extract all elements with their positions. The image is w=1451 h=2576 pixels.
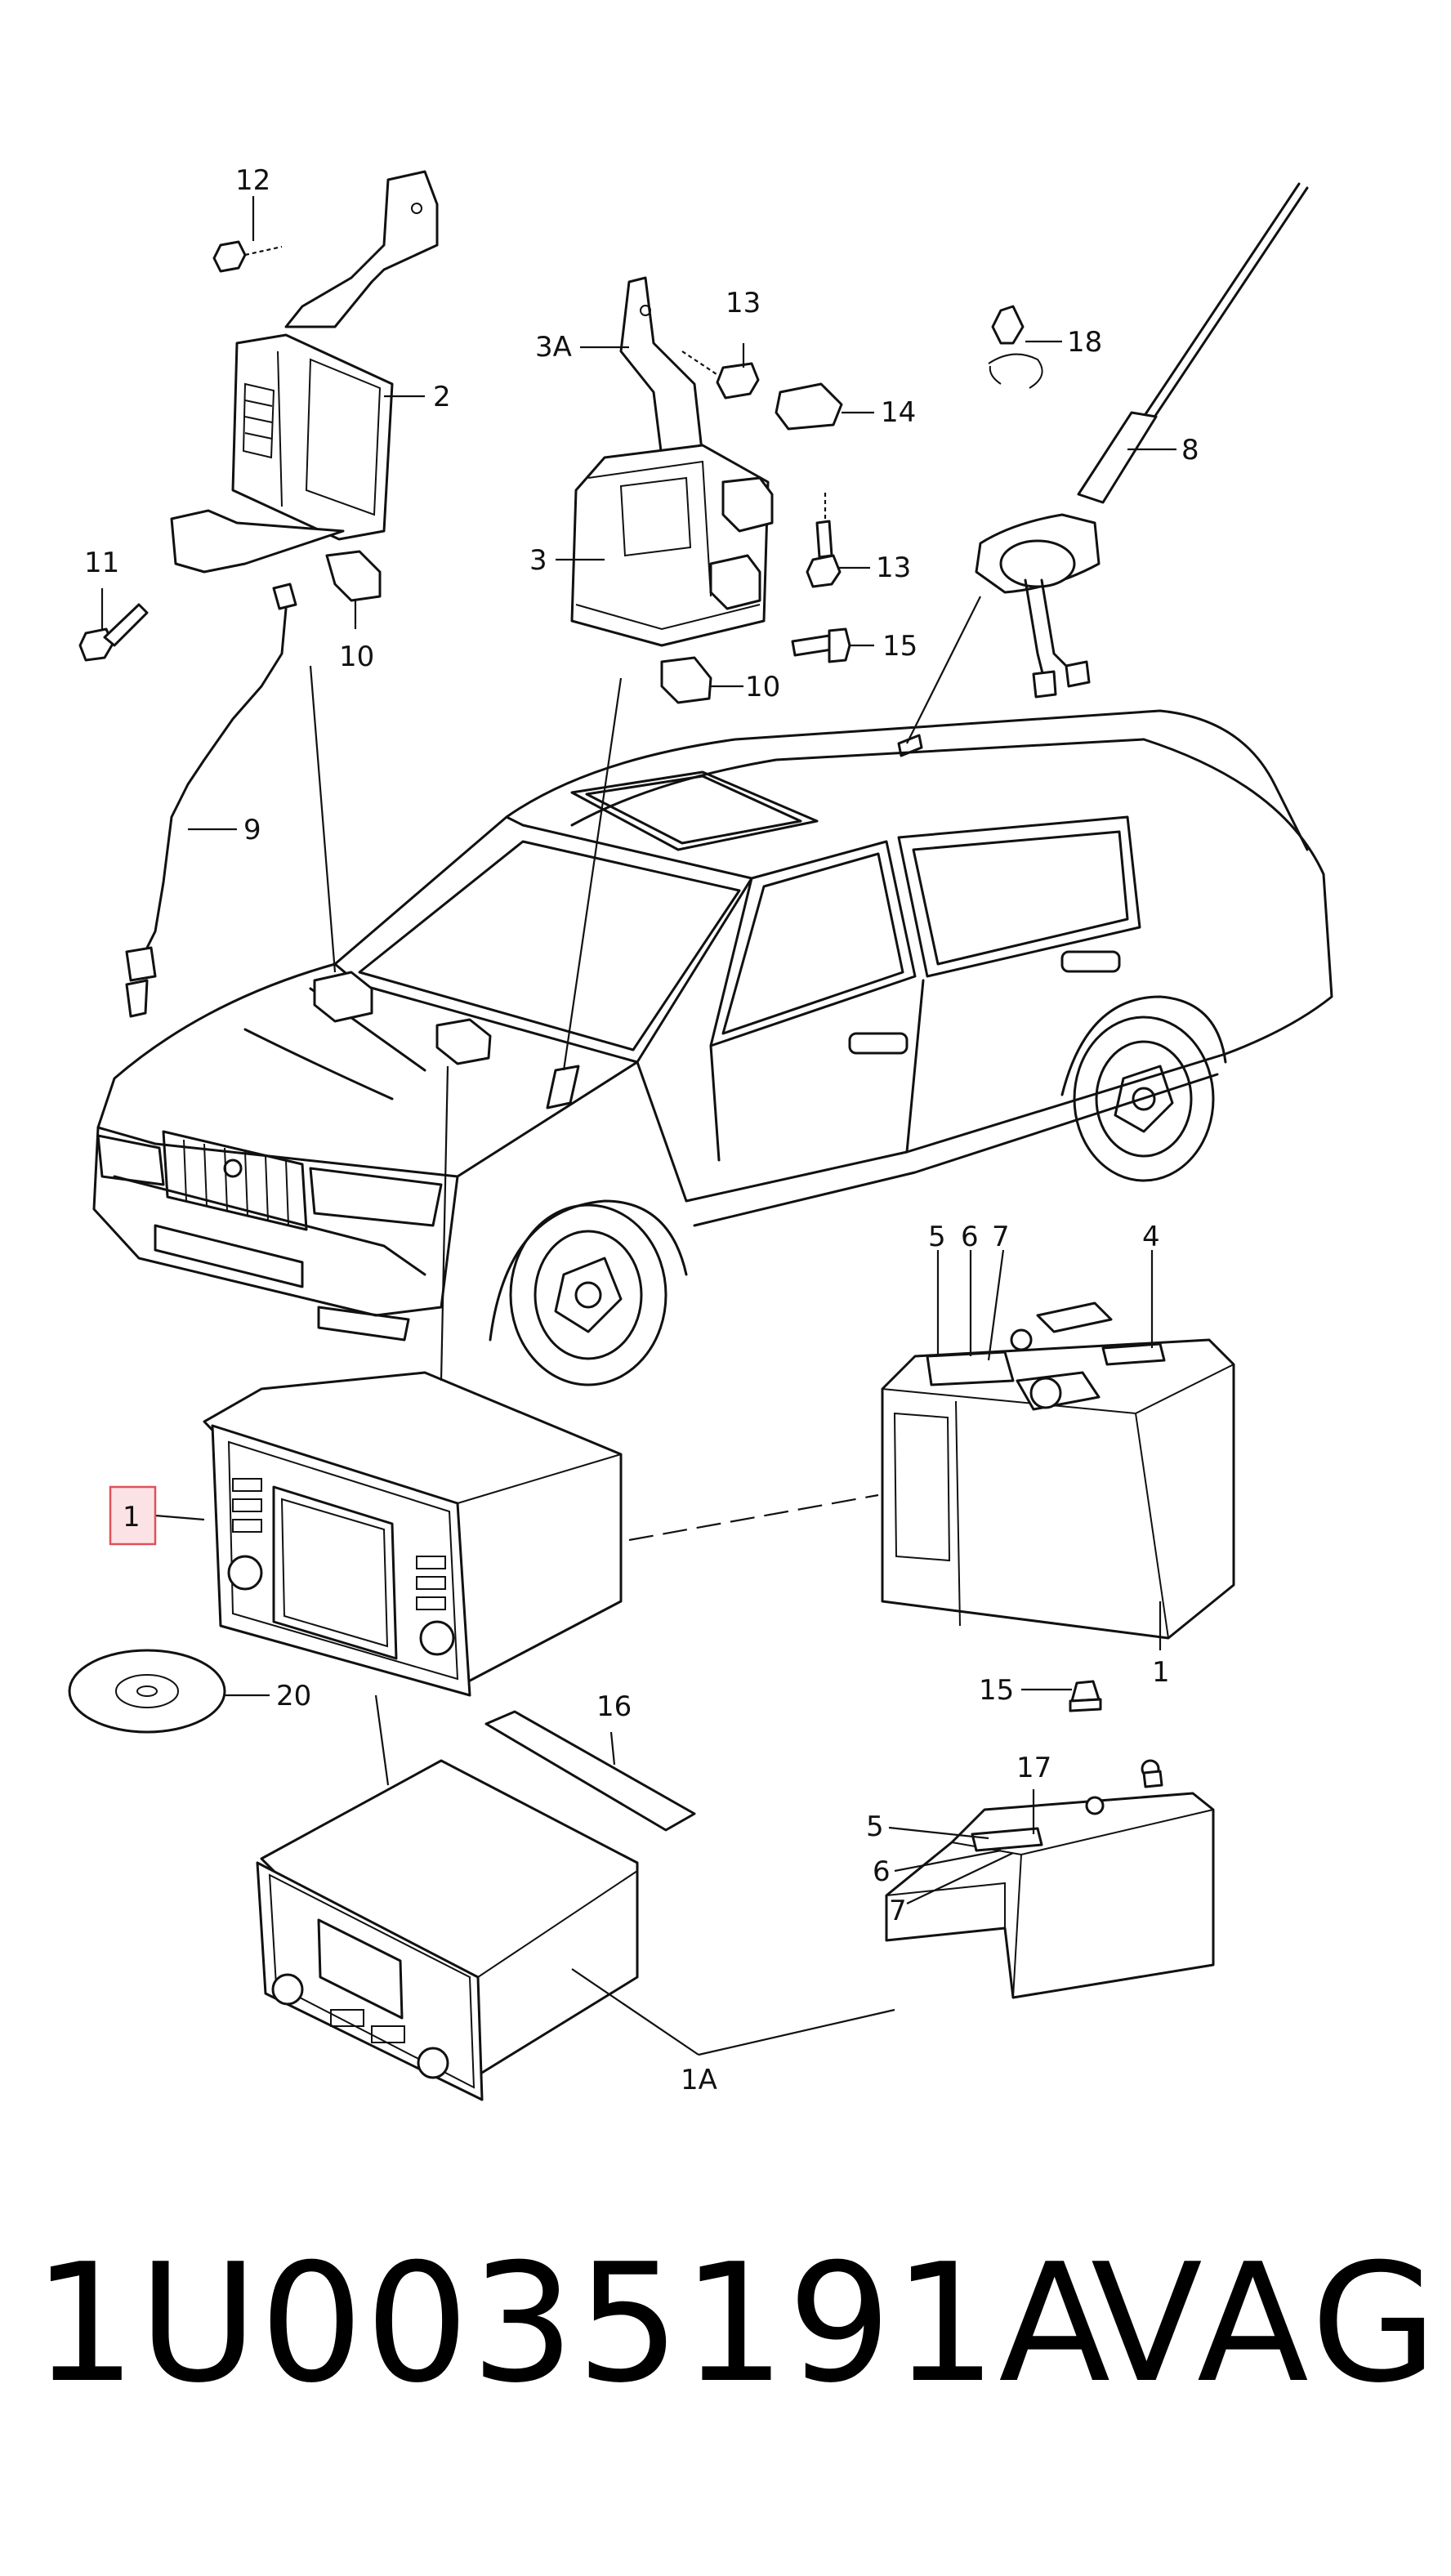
label-16: 16 xyxy=(596,1690,632,1723)
brand-name: VAG xyxy=(1091,2229,1443,2419)
label-10a: 10 xyxy=(339,641,374,673)
label-20: 20 xyxy=(276,1680,311,1712)
screw-15a xyxy=(791,627,851,663)
car-illustration xyxy=(92,709,1333,1386)
leader-lines xyxy=(100,196,1176,2056)
radio-unit-1 xyxy=(203,1371,623,1697)
part-number: 1U0035191A xyxy=(33,2229,1113,2419)
label-10b: 10 xyxy=(745,671,780,703)
battery-1 xyxy=(881,1301,1235,1640)
radio-unit-1A xyxy=(256,1759,639,2101)
label-3: 3 xyxy=(529,544,547,577)
label-4: 4 xyxy=(1142,1221,1160,1253)
label-strip-16 xyxy=(484,1710,696,1832)
label-13b: 13 xyxy=(876,551,911,584)
part-3-module-with-bracket xyxy=(570,276,774,647)
disc-20 xyxy=(68,1649,226,1734)
label-12: 12 xyxy=(235,164,270,197)
label-3a: 3A xyxy=(535,331,572,364)
antenna-8 xyxy=(975,182,1309,699)
clip-14 xyxy=(775,382,843,431)
connector-10a xyxy=(325,550,382,602)
label-8: 8 xyxy=(1181,434,1199,467)
label-15b: 15 xyxy=(979,1674,1014,1707)
label-6b: 6 xyxy=(873,1855,891,1888)
label-9: 9 xyxy=(243,814,261,846)
label-13a: 13 xyxy=(726,287,761,319)
label-5b: 5 xyxy=(866,1810,884,1843)
label-7b: 7 xyxy=(889,1895,907,1927)
label-1a: 1 xyxy=(123,1501,141,1534)
label-11: 11 xyxy=(84,547,119,579)
part-2-module-with-bracket xyxy=(170,170,439,574)
screw-11 xyxy=(78,603,149,662)
label-18: 18 xyxy=(1067,326,1102,359)
label-1b: 1 xyxy=(1152,1656,1170,1689)
connector-10b xyxy=(660,656,712,704)
cable-9 xyxy=(125,583,297,1018)
screw-13a xyxy=(681,350,760,400)
label-15a: 15 xyxy=(882,630,917,663)
battery-lower xyxy=(885,1759,1215,1999)
label-17: 17 xyxy=(1016,1752,1051,1784)
highlight-box xyxy=(109,1485,157,1546)
label-6a: 6 xyxy=(961,1221,979,1253)
screw-12 xyxy=(212,240,283,273)
car-location-markers xyxy=(313,971,580,1109)
label-1A: 1A xyxy=(681,2064,717,2096)
label-7a: 7 xyxy=(992,1221,1010,1253)
part-labels: 12 2 11 10 9 13 3A 14 3 13 15 10 18 8 5 … xyxy=(84,164,1199,2096)
label-14: 14 xyxy=(881,396,916,429)
cap-15b xyxy=(1069,1680,1102,1712)
label-5a: 5 xyxy=(928,1221,946,1253)
screw-13b xyxy=(806,490,842,588)
clip-18 xyxy=(988,305,1043,389)
label-2: 2 xyxy=(433,381,451,413)
